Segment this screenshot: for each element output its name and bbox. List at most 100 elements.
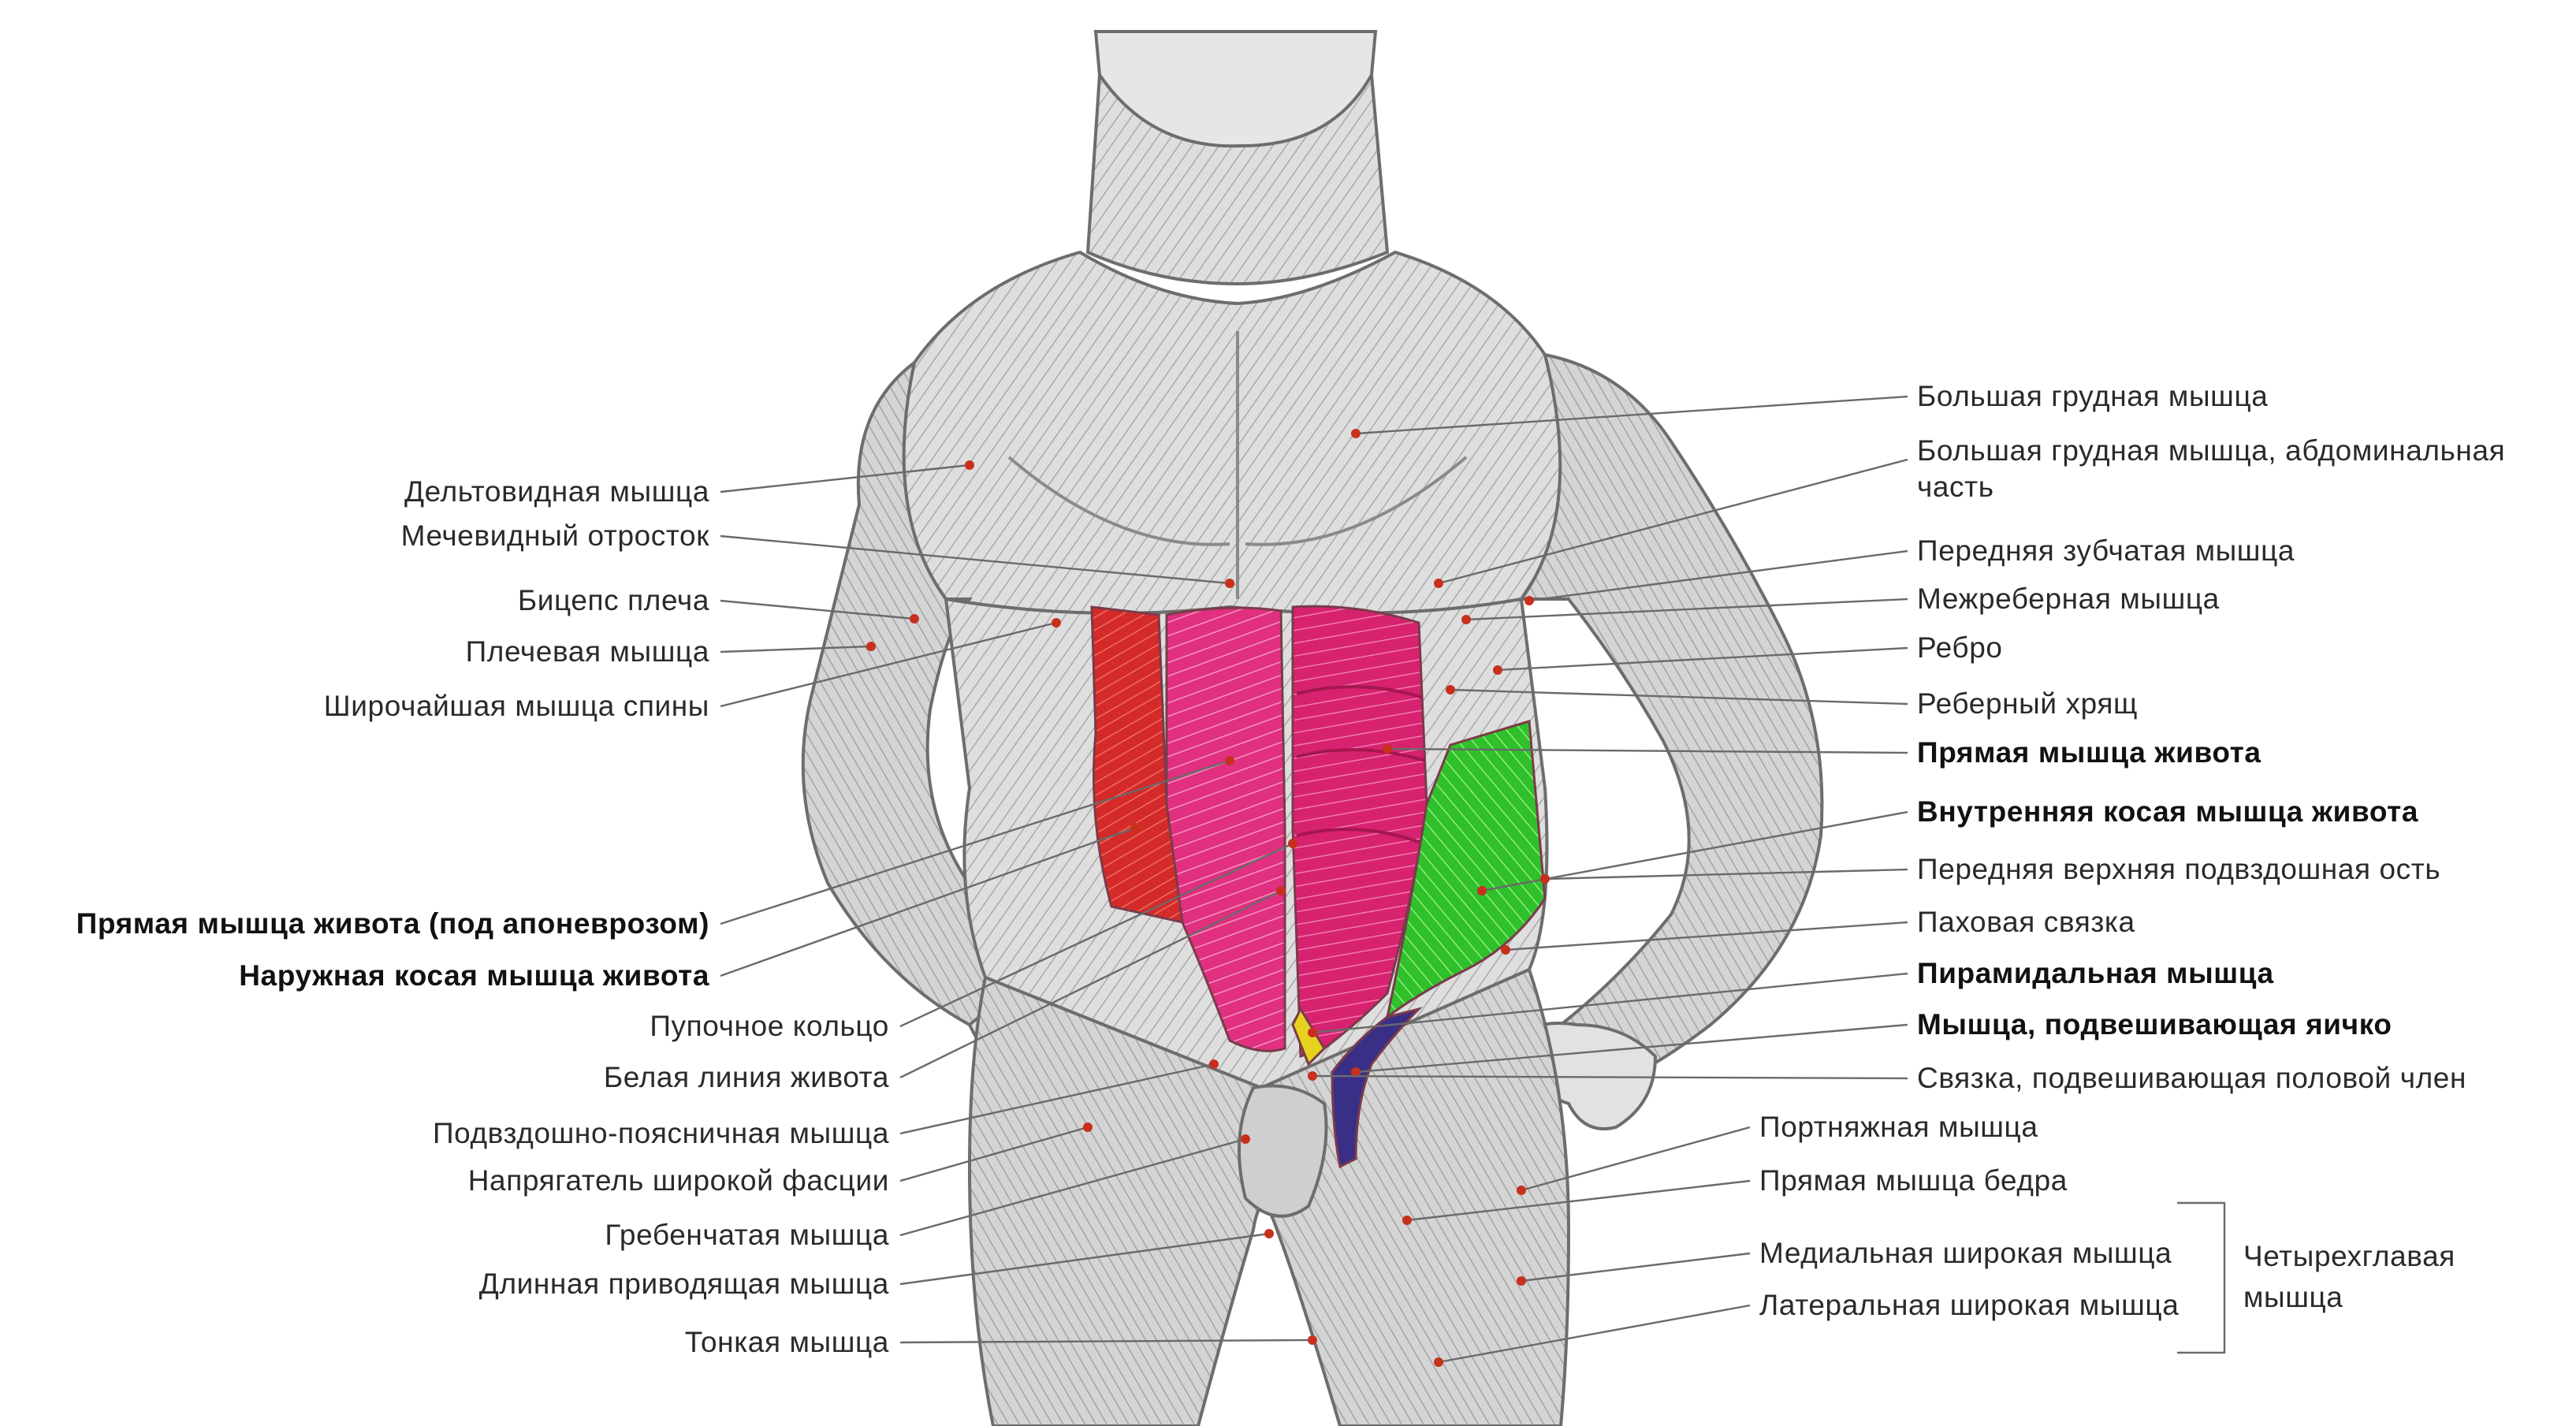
leader-pectoralis-abdominal bbox=[1438, 458, 1908, 585]
pointer-dot-sartorius bbox=[1517, 1186, 1526, 1195]
pointer-dot-xiphoid bbox=[1225, 579, 1234, 588]
leader-rectus-abdominis bbox=[1387, 747, 1908, 754]
leader-suspensory-ligament bbox=[1312, 1074, 1908, 1080]
label-vastus-lateralis: Латеральная широкая мышца bbox=[1759, 1289, 2180, 1321]
leader-biceps bbox=[720, 599, 915, 620]
pointer-dot-pectoralis-major bbox=[1351, 429, 1361, 438]
label-gracilis: Тонкая мышца bbox=[684, 1326, 889, 1358]
groin bbox=[1238, 1084, 1328, 1218]
leader-external-oblique bbox=[720, 826, 1136, 977]
leader-adductor-longus bbox=[899, 1232, 1270, 1286]
leader-rectus-femoris bbox=[1406, 1179, 1751, 1222]
label-sartorius: Портняжная мышца bbox=[1759, 1111, 2038, 1143]
leader-latissimus bbox=[720, 621, 1057, 708]
pointer-dot-linea-alba bbox=[1276, 886, 1286, 895]
leader-umbilical-ring bbox=[899, 842, 1294, 1028]
pointer-dot-deltoid bbox=[965, 460, 974, 470]
arm-right bbox=[1518, 352, 1824, 1106]
leader-gracilis bbox=[899, 1339, 1313, 1344]
pointer-dot-serratus-anterior bbox=[1524, 596, 1534, 605]
pointer-dot-intercostal bbox=[1461, 615, 1471, 624]
pointer-dot-iliopsoas bbox=[1209, 1059, 1219, 1069]
pectoral-contours bbox=[1007, 331, 1468, 599]
label-biceps: Бицепс плеча bbox=[517, 584, 709, 616]
leader-asis bbox=[1544, 868, 1908, 881]
label-tensor-fasciae: Напрягатель широкой фасции bbox=[467, 1164, 889, 1197]
label-vastus-medialis: Медиальная широкая мышца bbox=[1759, 1237, 2172, 1269]
pointer-dot-pectineus bbox=[1241, 1134, 1250, 1144]
label-latissimus: Широчайшая мышца спины bbox=[323, 690, 709, 722]
label-xiphoid: Мечевидный отросток bbox=[400, 519, 709, 552]
label-serratus-anterior: Передняя зубчатая мышца bbox=[1917, 534, 2295, 567]
leader-xiphoid bbox=[720, 534, 1230, 585]
chin bbox=[1093, 30, 1378, 148]
leader-vastus-medialis bbox=[1521, 1252, 1751, 1283]
leader-pyramidalis bbox=[1312, 972, 1908, 1034]
cremaster-muscle bbox=[1331, 1007, 1423, 1169]
pointer-dot-biceps bbox=[910, 614, 919, 624]
leader-pectoralis-major bbox=[1355, 395, 1908, 435]
highlighted-muscles bbox=[1090, 605, 1547, 1169]
leader-tensor-fasciae bbox=[899, 1126, 1089, 1182]
internal-oblique-muscle bbox=[1385, 720, 1547, 1020]
chest bbox=[880, 250, 1582, 615]
external-oblique-muscle bbox=[1090, 605, 1184, 924]
label-pectoralis-major: Большая грудная мышца bbox=[1917, 380, 2269, 412]
label-brachialis: Плечевая мышца bbox=[465, 635, 709, 668]
leader-brachialis bbox=[720, 645, 872, 653]
leader-intercostal bbox=[1465, 598, 1908, 621]
pointer-dot-inguinal-ligament bbox=[1501, 945, 1510, 955]
leader-lines bbox=[720, 395, 1908, 1367]
leader-iliopsoas bbox=[899, 1063, 1215, 1135]
leader-pectineus bbox=[899, 1137, 1246, 1237]
pointer-dot-suspensory-ligament bbox=[1308, 1071, 1317, 1081]
label-pectineus: Гребенчатая мышца bbox=[605, 1219, 889, 1251]
label-intercostal: Межреберная мышца bbox=[1917, 583, 2220, 615]
label-rectus-femoris: Прямая мышца бедра bbox=[1759, 1164, 2068, 1197]
label-rectus-under: Прямая мышца живота (под апоневрозом) bbox=[76, 907, 709, 940]
label-asis: Передняя верхняя подвздошная ость bbox=[1917, 853, 2441, 885]
leader-internal-oblique bbox=[1481, 810, 1908, 892]
label-external-oblique: Наружная косая мышца живота bbox=[239, 959, 709, 992]
leader-linea-alba bbox=[899, 889, 1282, 1079]
leader-inguinal-ligament bbox=[1505, 921, 1908, 951]
label-rib: Ребро bbox=[1917, 631, 2003, 664]
label-suspensory-ligament: Связка, подвешивающая половой член bbox=[1917, 1062, 2466, 1094]
label-rectus-abdominis: Прямая мышца живота bbox=[1917, 736, 2261, 769]
rectus-under-aponeurosis bbox=[1165, 606, 1286, 1052]
label-pectoralis-abdominal: Большая грудная мышца, абдоминальная час… bbox=[1917, 434, 2506, 503]
leader-serratus-anterior bbox=[1528, 549, 1908, 602]
pointer-dot-internal-oblique bbox=[1477, 886, 1487, 895]
pointer-dot-costal-cartilage bbox=[1446, 685, 1455, 694]
pointer-dot-cremaster bbox=[1351, 1067, 1361, 1077]
pyramidalis-muscle bbox=[1291, 1006, 1326, 1067]
leader-rectus-under bbox=[720, 759, 1230, 925]
label-inguinal-ligament: Паховая связка bbox=[1917, 906, 2135, 938]
label-pyramidalis: Пирамидальная мышца bbox=[1917, 957, 2274, 989]
pointer-dot-asis bbox=[1540, 874, 1550, 884]
pointer-dot-vastus-lateralis bbox=[1434, 1357, 1443, 1367]
leader-vastus-lateralis bbox=[1438, 1304, 1751, 1364]
pointer-dot-latissimus bbox=[1052, 618, 1061, 627]
bracket-icon bbox=[2177, 1201, 2226, 1354]
leader-sartorius bbox=[1521, 1126, 1751, 1192]
pointer-dot-gracilis bbox=[1308, 1335, 1317, 1345]
pointer-dot-pyramidalis bbox=[1308, 1028, 1317, 1037]
label-umbilical-ring: Пупочное кольцо bbox=[650, 1010, 889, 1042]
pointer-dot-brachialis bbox=[866, 642, 876, 651]
label-linea-alba: Белая линия живота bbox=[603, 1061, 889, 1093]
rectus-tendinous-lines bbox=[1296, 685, 1426, 845]
pointer-dot-rib bbox=[1493, 665, 1502, 675]
pointer-dot-tensor-fasciae bbox=[1083, 1123, 1093, 1132]
leader-costal-cartilage bbox=[1450, 688, 1908, 706]
label-adductor-longus: Длинная приводящая мышца bbox=[478, 1268, 889, 1300]
pointer-dot-vastus-medialis bbox=[1517, 1276, 1526, 1286]
leader-deltoid bbox=[720, 464, 970, 493]
label-cremaster: Мышца, подвешивающая яичко bbox=[1917, 1008, 2392, 1041]
label-internal-oblique: Внутренняя косая мышца живота bbox=[1917, 795, 2419, 828]
leader-rib bbox=[1497, 646, 1908, 672]
label-deltoid: Дельтовидная мышца bbox=[404, 475, 709, 508]
label-costal-cartilage: Реберный хрящ bbox=[1917, 687, 2139, 720]
pointer-dot-adductor-longus bbox=[1264, 1229, 1274, 1238]
